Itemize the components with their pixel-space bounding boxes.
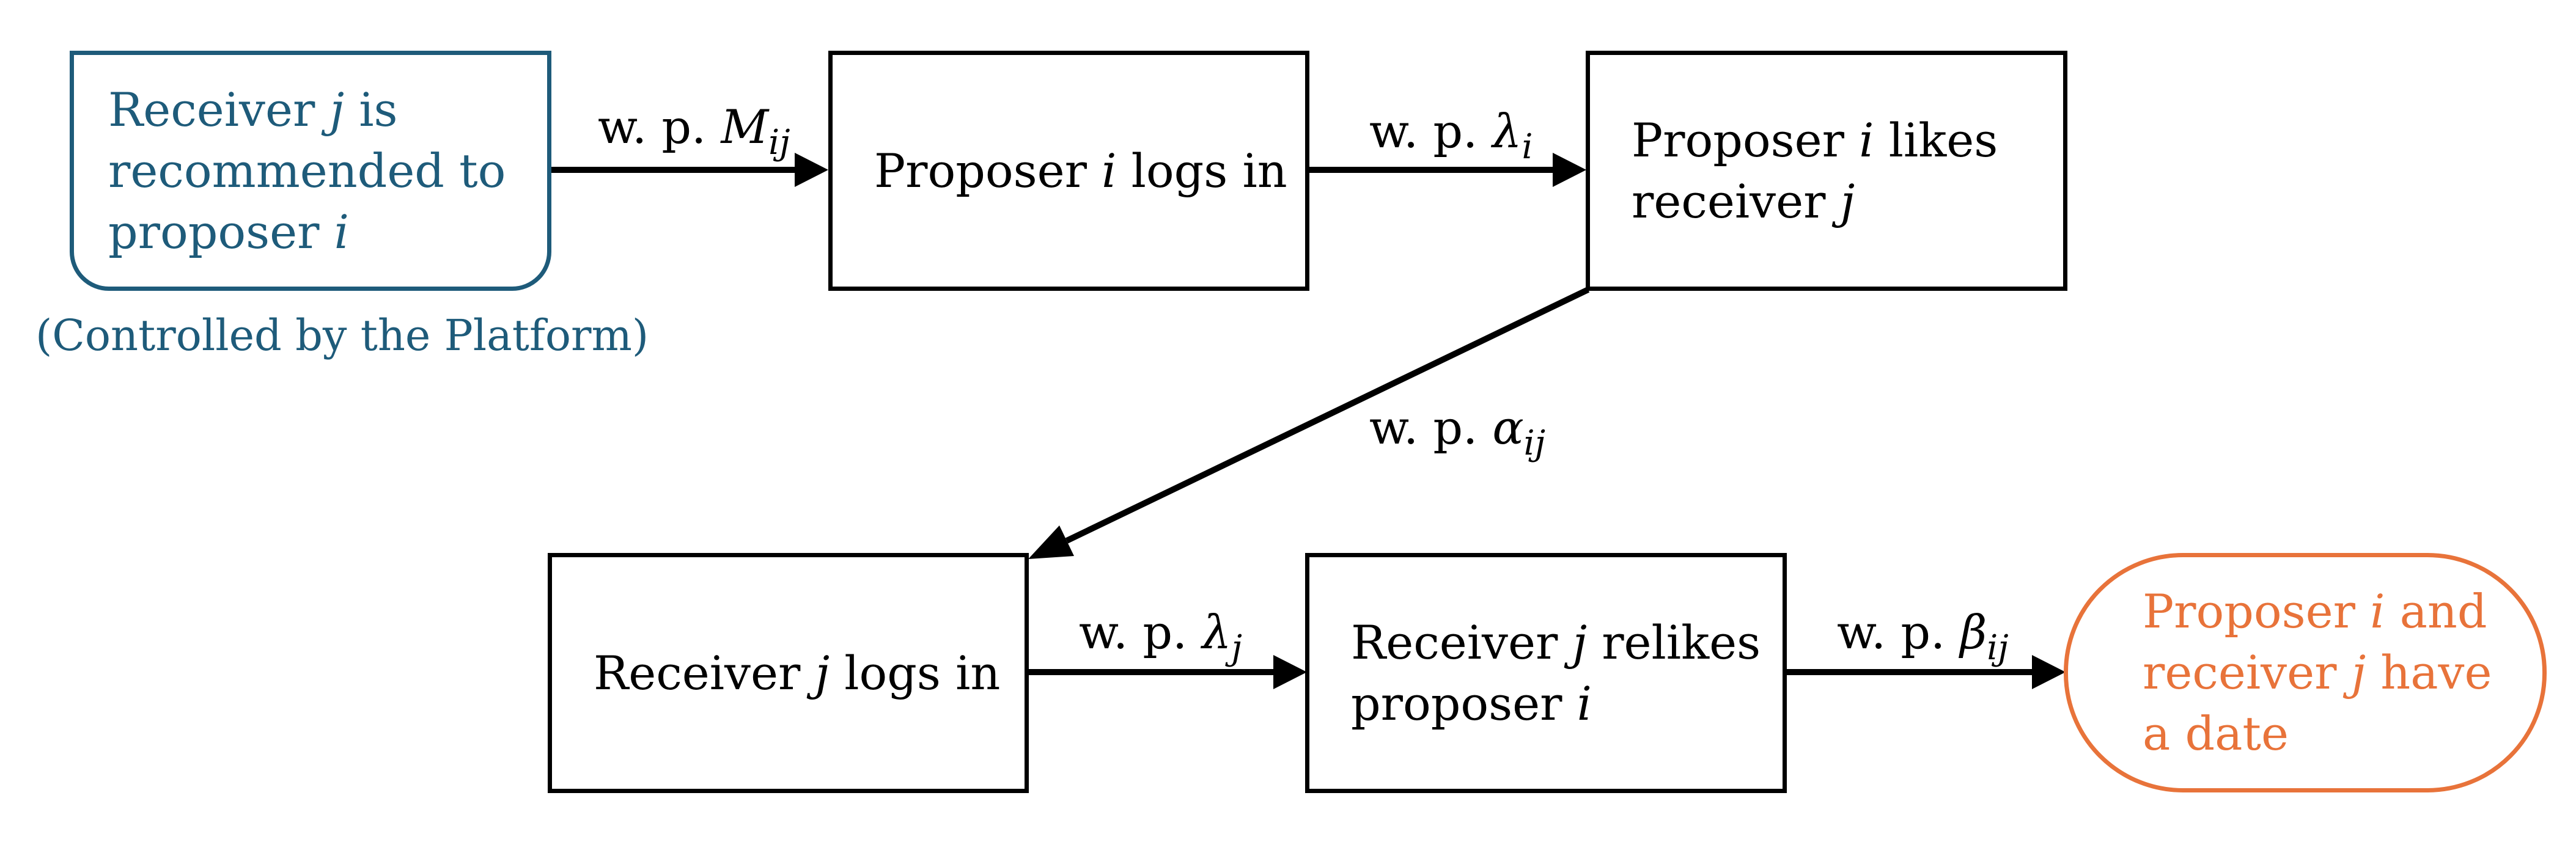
text-run: Receiver xyxy=(1351,615,1573,670)
node-receiver-login: Receiver j logs in xyxy=(548,553,1029,793)
text-run: w. p. xyxy=(1837,605,1960,659)
text-run: have xyxy=(2366,645,2492,700)
text-run: proposer xyxy=(108,204,334,259)
text-run: likes xyxy=(1874,112,1998,167)
math-subscript: ij xyxy=(1523,423,1546,463)
text-run: Receiver xyxy=(594,645,815,700)
arrow-likes-to-receiver-login xyxy=(1028,287,1590,559)
text-run: Receiver xyxy=(108,82,330,137)
math-symbol: i xyxy=(334,204,349,259)
text-run: proposer xyxy=(1351,676,1577,731)
edge-label-lambda-i: w. p. λi xyxy=(1369,101,1533,164)
text-run: w. p. xyxy=(1369,400,1493,455)
text-run: w. p. xyxy=(598,100,721,154)
math-symbol: i xyxy=(1102,143,1117,198)
arrow-recommend-to-login xyxy=(549,153,828,187)
text-run: Proposer xyxy=(2143,584,2371,638)
edge-label-beta-ij: w. p. βij xyxy=(1837,602,2009,665)
text-line: Proposer i and xyxy=(2143,581,2492,642)
edge-label-m-ij: w. p. Mij xyxy=(598,97,790,160)
text-run: logs in xyxy=(1116,143,1287,198)
text-run: receiver xyxy=(2143,645,2352,700)
text-run: and xyxy=(2385,584,2487,638)
text-line: Proposer i likes xyxy=(1632,110,1998,171)
text-run: Proposer xyxy=(1632,112,1860,167)
text-run: logs in xyxy=(830,645,1001,700)
node-receiver-login-label: Receiver j logs in xyxy=(594,643,1000,704)
edge-label-alpha-ij: w. p. αij xyxy=(1369,397,1545,461)
text-run: relikes xyxy=(1587,615,1761,670)
text-run: is xyxy=(344,82,398,137)
text-line: Receiver j is xyxy=(108,79,506,141)
arrow-relikes-to-date xyxy=(1786,655,2066,689)
text-run: receiver xyxy=(1632,174,1841,229)
math-symbol: j xyxy=(1840,174,1855,229)
platform-note: (Controlled by the Platform) xyxy=(35,310,649,360)
math-symbol: M xyxy=(721,100,769,154)
text-run: w. p. xyxy=(1079,605,1202,659)
arrow-login-to-likes xyxy=(1307,153,1586,187)
math-symbol: α xyxy=(1492,400,1524,455)
arrow-receiver-login-to-relikes xyxy=(1029,655,1307,689)
node-proposer-login-label: Proposer i logs in xyxy=(874,141,1287,202)
text-run: w. p. xyxy=(1369,104,1493,158)
text-run: recommended to xyxy=(108,143,506,198)
math-symbol: i xyxy=(2370,584,2385,638)
math-subscript: i xyxy=(1522,126,1533,167)
text-run: Proposer xyxy=(874,143,1102,198)
text-line: receiver j xyxy=(1632,171,1998,232)
math-subscript: j xyxy=(1231,627,1242,668)
math-symbol: i xyxy=(1859,112,1874,167)
math-symbol: λ xyxy=(1492,104,1522,158)
math-symbol: j xyxy=(329,82,345,137)
math-symbol: i xyxy=(1577,676,1592,731)
math-symbol: β xyxy=(1960,605,1987,659)
text-line: proposer i xyxy=(108,202,506,263)
text-line: proposer i xyxy=(1351,673,1761,734)
text-line: receiver j have xyxy=(2143,642,2492,703)
math-subscript: ij xyxy=(768,122,790,163)
text-run: a date xyxy=(2143,706,2289,761)
math-symbol: λ xyxy=(1202,605,1232,659)
text-line: a date xyxy=(2143,703,2492,764)
text-line: Receiver j logs in xyxy=(594,643,1000,704)
math-symbol: j xyxy=(815,645,830,700)
text-line: Receiver j relikes xyxy=(1351,612,1761,673)
math-subscript: ij xyxy=(1987,627,2009,668)
math-symbol: j xyxy=(1572,615,1588,670)
node-proposer-login: Proposer i logs in xyxy=(828,51,1309,291)
text-line: recommended to xyxy=(108,141,506,202)
edge-label-lambda-j: w. p. λj xyxy=(1079,602,1242,665)
text-line: Proposer i logs in xyxy=(874,141,1287,202)
math-symbol: j xyxy=(2351,645,2366,700)
